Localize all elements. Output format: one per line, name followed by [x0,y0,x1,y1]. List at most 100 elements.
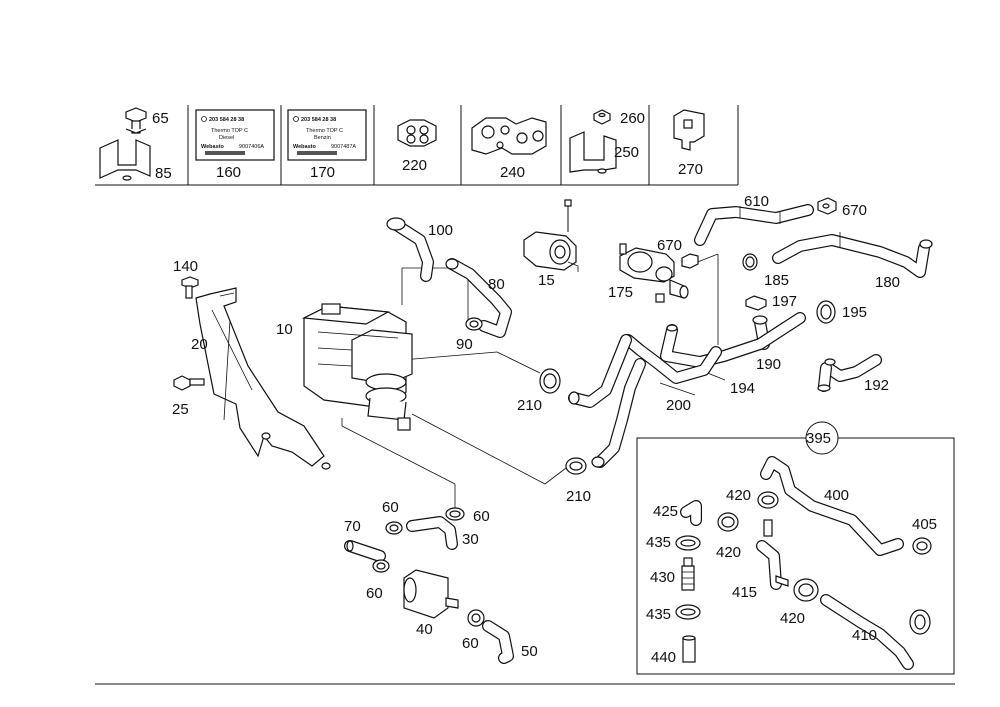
clamp-195 [816,300,836,324]
callout-85[interactable]: 85 [155,165,172,182]
clamp-210-a [539,368,561,394]
clamp-60-d [467,609,485,627]
heater-unit-10 [301,303,413,431]
callout-410[interactable]: 410 [852,627,877,644]
callout-192[interactable]: 192 [864,377,889,394]
clamp-420-c [793,578,819,602]
hose-assembly-194 [622,334,722,384]
label-170-drawing: 203 584 28 38 Thermo TOP C Benzin Webast… [287,109,367,161]
callout-60-d[interactable]: 60 [462,635,479,652]
clamp-405 [912,537,932,555]
callout-10[interactable]: 10 [276,321,293,338]
muffler-40 [403,569,459,619]
callout-420-b[interactable]: 420 [716,544,741,561]
callout-395[interactable]: 395 [806,430,831,447]
clamp-420-a [757,491,779,509]
hose-50 [482,620,514,664]
callout-60-c[interactable]: 60 [366,585,383,602]
bracket-250-drawing [569,131,617,174]
clamp-435-b [675,604,701,620]
callout-175[interactable]: 175 [608,284,633,301]
label-160-line2: Diesel [219,135,234,141]
clamp-420-b [717,512,739,532]
hose-80 [445,258,512,338]
callout-25[interactable]: 25 [172,401,189,418]
clamp-60-b [445,507,465,521]
bolt-140 [181,276,199,299]
callout-210-b[interactable]: 210 [566,488,591,505]
callout-20[interactable]: 20 [191,336,208,353]
callout-185[interactable]: 185 [764,272,789,289]
callout-194[interactable]: 194 [730,380,755,397]
callout-140[interactable]: 140 [173,258,198,275]
callout-260[interactable]: 260 [620,110,645,127]
bracket-20 [195,287,331,470]
elbow-425 [680,500,702,526]
callout-400[interactable]: 400 [824,487,849,504]
clamp-670-a [681,253,699,269]
callout-90[interactable]: 90 [456,336,473,353]
hose-410 [820,594,914,670]
callout-220[interactable]: 220 [402,157,427,174]
callout-50[interactable]: 50 [521,643,538,660]
t-piece-415 [756,519,789,590]
hose-610 [694,204,814,246]
callout-435-a[interactable]: 435 [646,534,671,551]
callout-15[interactable]: 15 [538,272,555,289]
callout-160[interactable]: 160 [216,164,241,181]
pump-15 [523,199,579,272]
callout-30[interactable]: 30 [462,531,479,548]
hose-70 [344,540,386,562]
label-160-brand: Webasto [201,144,224,150]
callout-80[interactable]: 80 [488,276,505,293]
callout-190[interactable]: 190 [756,356,781,373]
callout-210-a[interactable]: 210 [517,397,542,414]
callout-420-a[interactable]: 420 [726,487,751,504]
callout-60-b[interactable]: 60 [473,508,490,525]
callout-100[interactable]: 100 [428,222,453,239]
bolt-65-drawing [125,107,147,134]
clamp-435-a [675,535,701,551]
detail-box-395 [636,421,955,675]
callout-60-a[interactable]: 60 [382,499,399,516]
callout-197[interactable]: 197 [772,293,797,310]
clip-670-b [817,197,837,215]
callout-70[interactable]: 70 [344,518,361,535]
grommet-410 [909,609,931,635]
hose-100 [386,217,434,282]
label-160-code: 9007406A [239,144,264,150]
callout-250[interactable]: 250 [614,144,639,161]
hose-200 [568,334,646,468]
callout-240[interactable]: 240 [500,164,525,181]
grommet-240-drawing [471,117,547,155]
callout-170[interactable]: 170 [310,164,335,181]
callout-200[interactable]: 200 [666,397,691,414]
callout-425[interactable]: 425 [653,503,678,520]
callout-180[interactable]: 180 [875,274,900,291]
label-170-partno: 203 584 28 38 [301,117,336,123]
label-160-line1: Thermo TOP C [211,128,248,134]
callout-610[interactable]: 610 [744,193,769,210]
callout-670-a[interactable]: 670 [657,237,682,254]
callout-670-b[interactable]: 670 [842,202,867,219]
label-170-line1: Thermo TOP C [306,128,343,134]
grommet-220-drawing [397,119,437,147]
clamp-210-b [565,457,587,475]
hose-400 [760,456,904,556]
callout-415[interactable]: 415 [732,584,757,601]
callout-435-b[interactable]: 435 [646,606,671,623]
callout-405[interactable]: 405 [912,516,937,533]
callout-430[interactable]: 430 [650,569,675,586]
label-170-code: 9007487A [331,144,356,150]
callout-195[interactable]: 195 [842,304,867,321]
callout-40[interactable]: 40 [416,621,433,638]
clamp-60-c [372,559,390,573]
callout-65[interactable]: 65 [152,110,169,127]
header-strip [95,105,739,186]
connector-430 [681,557,695,591]
nut-260-drawing [593,109,611,125]
callout-270[interactable]: 270 [678,161,703,178]
callout-420-c[interactable]: 420 [780,610,805,627]
callout-440[interactable]: 440 [651,649,676,666]
